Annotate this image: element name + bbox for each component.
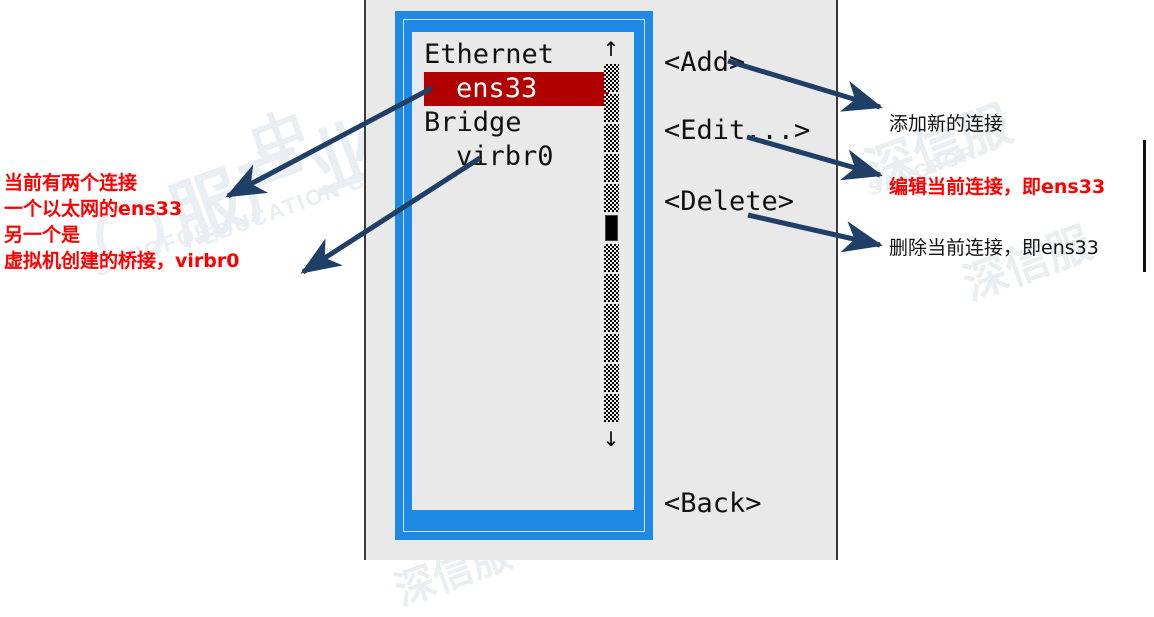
scrollbar-track-cell[interactable]: [603, 124, 619, 152]
scrollbar-track-cell[interactable]: [603, 184, 619, 212]
scrollbar-track-cell[interactable]: [603, 304, 619, 332]
scrollbar-track-cell[interactable]: [603, 94, 619, 122]
list-item-virbr0[interactable]: virbr0: [456, 141, 554, 172]
right-vertical-rule: [1143, 140, 1146, 272]
scrollbar-track-cell[interactable]: [603, 154, 619, 182]
annotation-edit-note: 编辑当前连接，即ens33: [889, 176, 1106, 198]
annotation-delete-note: 删除当前连接，即ens33: [889, 237, 1099, 259]
scrollbar-track-cell[interactable]: [603, 334, 619, 362]
tui-dialog-inner-border: [403, 19, 645, 532]
edit-button[interactable]: <Edit...>: [664, 115, 811, 146]
scrollbar-track-cell[interactable]: [603, 274, 619, 302]
scrollbar-thumb[interactable]: [604, 215, 618, 241]
scroll-down-arrow-icon[interactable]: ↓: [602, 427, 620, 451]
annotation-left-line-4: 虚拟机创建的桥接，virbr0: [4, 250, 240, 272]
scrollbar-track-cell[interactable]: [603, 64, 619, 92]
vertical-scrollbar[interactable]: ↑ ↓: [600, 36, 622, 506]
watermark-cn-secondary: 中: [242, 100, 318, 181]
list-item-ethernet[interactable]: Ethernet: [424, 39, 555, 70]
scroll-up-arrow-icon[interactable]: ↑: [602, 37, 620, 61]
connection-list[interactable]: Ethernet ens33 Bridge virbr0: [424, 38, 609, 174]
tui-dialog-frame: Ethernet ens33 Bridge virbr0 ↑: [395, 11, 653, 540]
add-button[interactable]: <Add>: [664, 47, 746, 78]
scrollbar-track-cell[interactable]: [603, 394, 619, 422]
list-item-ens33[interactable]: ens33: [424, 72, 609, 106]
terminal-panel: Ethernet ens33 Bridge virbr0 ↑: [364, 0, 838, 560]
list-item-bridge[interactable]: Bridge: [424, 107, 522, 138]
delete-button[interactable]: <Delete>: [664, 186, 795, 217]
annotation-left-line-2: 一个以太网的ens33: [4, 198, 183, 220]
annotation-left: 当前有两个连接 一个以太网的ens33 另一个是 虚拟机创建的桥接，virbr0: [4, 170, 239, 274]
annotation-left-line-1: 当前有两个连接: [4, 172, 138, 194]
scrollbar-track-cell[interactable]: [603, 244, 619, 272]
tui-dialog-body: Ethernet ens33 Bridge virbr0 ↑: [412, 32, 634, 510]
watermark-brand-lower-right: 深信服: [956, 217, 1099, 311]
annotation-add-note: 添加新的连接: [889, 113, 1004, 135]
screenshot-root: 服产业教 中 EDUCATION CEN SANGFOR 深信服 SANGFOR…: [4, 0, 1146, 615]
annotation-left-line-3: 另一个是: [4, 224, 81, 246]
scrollbar-track-cell[interactable]: [603, 364, 619, 392]
back-button[interactable]: <Back>: [664, 488, 762, 519]
